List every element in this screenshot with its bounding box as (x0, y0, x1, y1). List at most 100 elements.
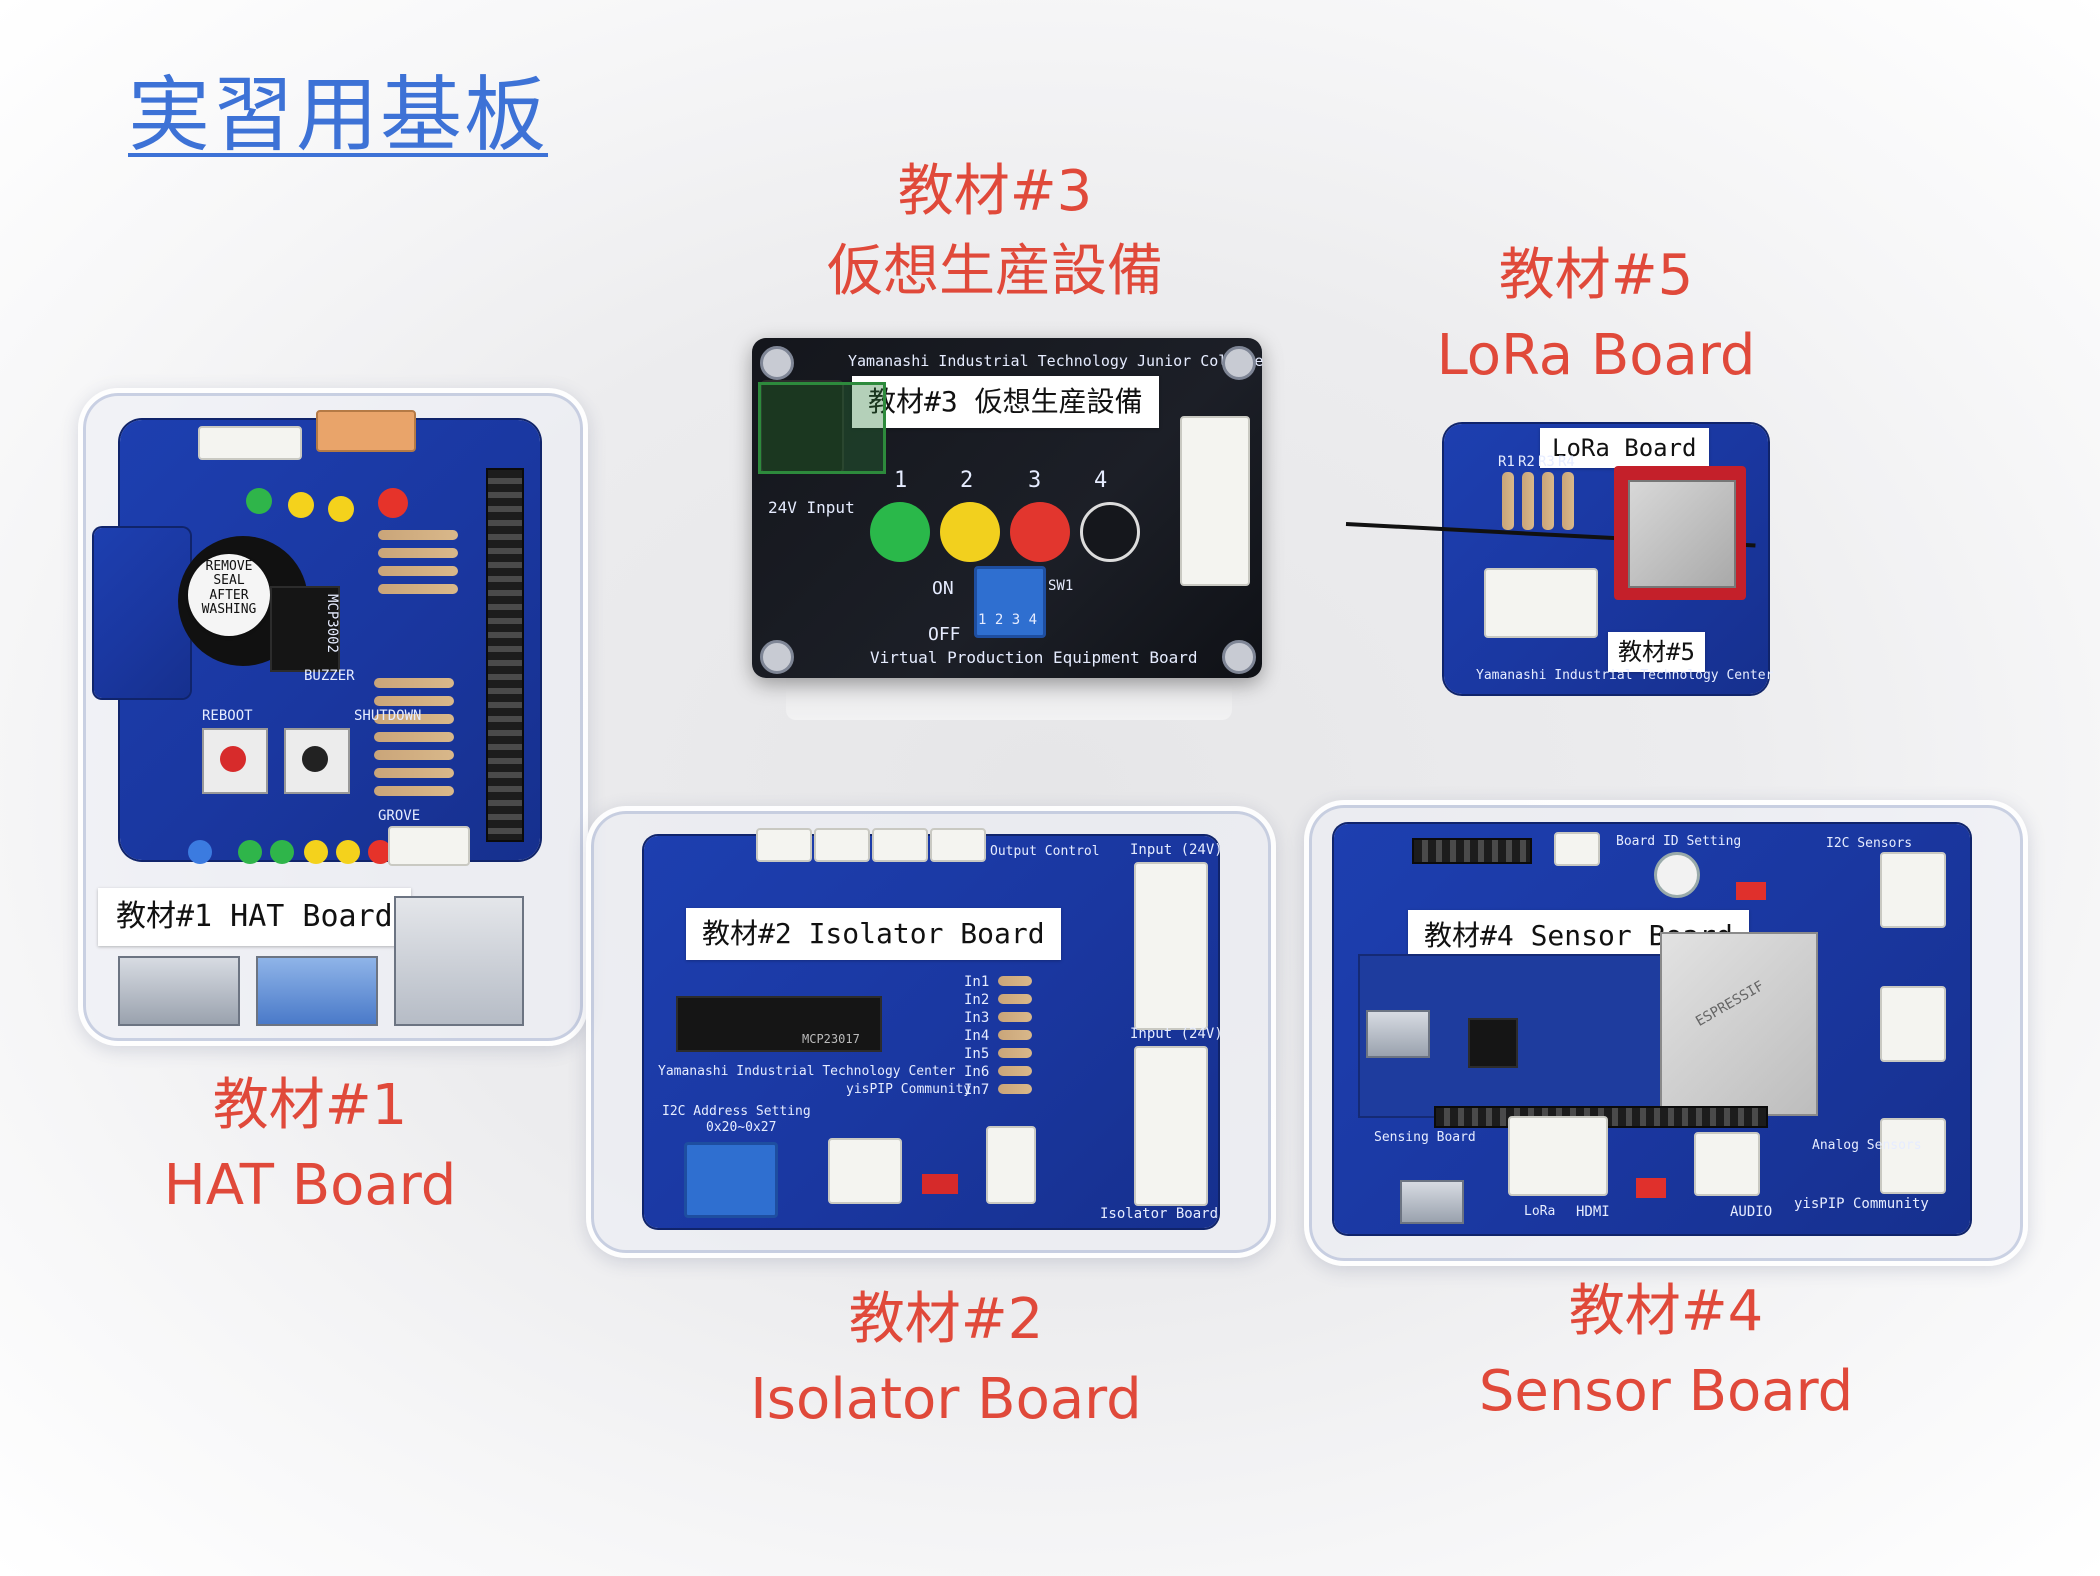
silk-i2c-sensors: I2C Sensors (1826, 836, 1913, 851)
resistor-row (374, 696, 454, 706)
caption-4-number: 教材#4 (1568, 1279, 1764, 1344)
silk-in2: In2 (964, 992, 990, 1008)
isolator-label: 教材#2 Isolator Board (686, 908, 1061, 960)
esp32-module (1660, 932, 1818, 1116)
lora-resistor (1522, 472, 1534, 530)
pin-header (1412, 838, 1532, 864)
reboot-button-cap (220, 746, 246, 772)
lora-label: LoRa Board (1540, 428, 1709, 468)
address-dip-switch[interactable] (684, 1142, 778, 1218)
page-title[interactable]: 実習用基板 (128, 68, 549, 163)
trimmer (1654, 852, 1700, 898)
aux-connector (1694, 1132, 1760, 1196)
input-terminal-2 (1134, 1046, 1208, 1206)
dip-switch[interactable] (974, 566, 1046, 638)
input-resistor (998, 994, 1032, 1004)
lora-module (1628, 480, 1736, 588)
led-yellow-2 (336, 840, 360, 864)
output-connector (814, 828, 870, 862)
buzzer-seal: REMOVE SEAL AFTER WASHING (188, 554, 270, 636)
io-expander-chip (676, 996, 882, 1052)
input-resistor (998, 1030, 1032, 1040)
i2c-connector-1 (1880, 852, 1946, 928)
small-connector (388, 826, 470, 866)
resistor-row (378, 530, 458, 540)
output-connector (756, 828, 812, 862)
silk-shutdown: SHUTDOWN (354, 708, 422, 724)
resistor-row (374, 750, 454, 760)
usb-chip (1468, 1018, 1518, 1068)
led-yellow-top-2 (328, 496, 354, 522)
led-yellow-1 (304, 840, 328, 864)
caption-5-number: 教材#5 (1498, 243, 1694, 308)
i2c-connector-2 (1880, 986, 1946, 1062)
input-resistor (998, 976, 1032, 986)
lamp-yellow (940, 502, 1000, 562)
usb-port (118, 956, 240, 1026)
led-blue (188, 840, 212, 864)
lora-tag: 教材#5 (1608, 632, 1705, 672)
silk-maker: Yamanashi Industrial Technology Center (658, 1064, 956, 1079)
screw-hole (1222, 640, 1256, 674)
jumper (922, 1174, 958, 1194)
lora-resistor (1542, 472, 1554, 530)
lamp-num-3: 3 (1028, 468, 1042, 493)
lora-connector (1508, 1116, 1608, 1196)
top-connector (198, 426, 302, 460)
sensor-board-photo: Board ID Setting I2C Sensors 教材#4 Sensor… (1304, 800, 2028, 1266)
led-red-top (378, 488, 408, 518)
led-yellow-top-1 (288, 492, 314, 518)
screw-terminal (1180, 416, 1250, 586)
grove-connector (316, 410, 416, 452)
caption-2-number: 教材#2 (848, 1287, 1044, 1352)
silk-reboot: REBOOT (202, 708, 253, 724)
hat-board-label: 教材#1 HAT Board (98, 888, 411, 946)
silk-analog-sensors: Analog Sensors (1812, 1138, 1922, 1153)
caption-3-number: 教材#3 (897, 159, 1093, 224)
resistor-row (378, 548, 458, 558)
resistor-row (378, 566, 458, 576)
lamp-num-4: 4 (1094, 468, 1108, 493)
silk-in1: In1 (964, 974, 990, 990)
resistor-row (374, 714, 454, 724)
gpio-header (486, 468, 524, 842)
dip-sw-label: SW1 (1048, 578, 1074, 594)
dip-on-label: ON (932, 578, 954, 599)
usb3-port (256, 956, 378, 1026)
equipment-label: 教材#3 仮想生産設備 (852, 376, 1159, 428)
led-green-2 (270, 840, 294, 864)
equipment-maker: Yamanashi Industrial Technology Junior C… (848, 352, 1264, 370)
sensor-breakout (94, 528, 190, 698)
status-led (1636, 1178, 1666, 1198)
silk-i2c-range: 0x20~0x27 (706, 1120, 777, 1135)
input-resistor (998, 1048, 1032, 1058)
analog-connector (1880, 1118, 1946, 1194)
input-resistor (998, 1084, 1032, 1094)
screw-hole (760, 640, 794, 674)
resistor-row (374, 678, 454, 688)
dip-numbers: 1 2 3 4 (978, 612, 1038, 628)
resistor-row (374, 768, 454, 778)
led-green-1 (238, 840, 262, 864)
ethernet-port (394, 896, 524, 1026)
caption-material-1: 教材#1 HAT Board (164, 1066, 457, 1225)
silk-audio: AUDIO (1730, 1204, 1773, 1220)
silk-community: yisPIP Community (846, 1082, 972, 1097)
silk-hdmi: HDMI (1576, 1204, 1610, 1220)
adc-chip (270, 586, 340, 672)
micro-usb (1366, 1010, 1430, 1058)
caption-4-name: Sensor Board (1478, 1358, 1854, 1424)
silk-in6: In6 (964, 1064, 990, 1080)
silk-buzzer: BUZZER (304, 668, 355, 684)
lora-r3: R3 (1538, 454, 1555, 470)
resistor-row (374, 786, 454, 796)
caption-material-3: 教材#3 仮想生産設備 (827, 152, 1163, 311)
lora-r2: R2 (1518, 454, 1535, 470)
silk-lora: LoRa (1524, 1204, 1556, 1219)
red-led (1736, 882, 1766, 900)
power-input-label: 24V Input (768, 498, 855, 517)
screw-hole (760, 346, 794, 380)
input-terminal-1 (1134, 862, 1208, 1030)
screw-hole (1222, 346, 1256, 380)
i2c-connector (828, 1138, 902, 1204)
